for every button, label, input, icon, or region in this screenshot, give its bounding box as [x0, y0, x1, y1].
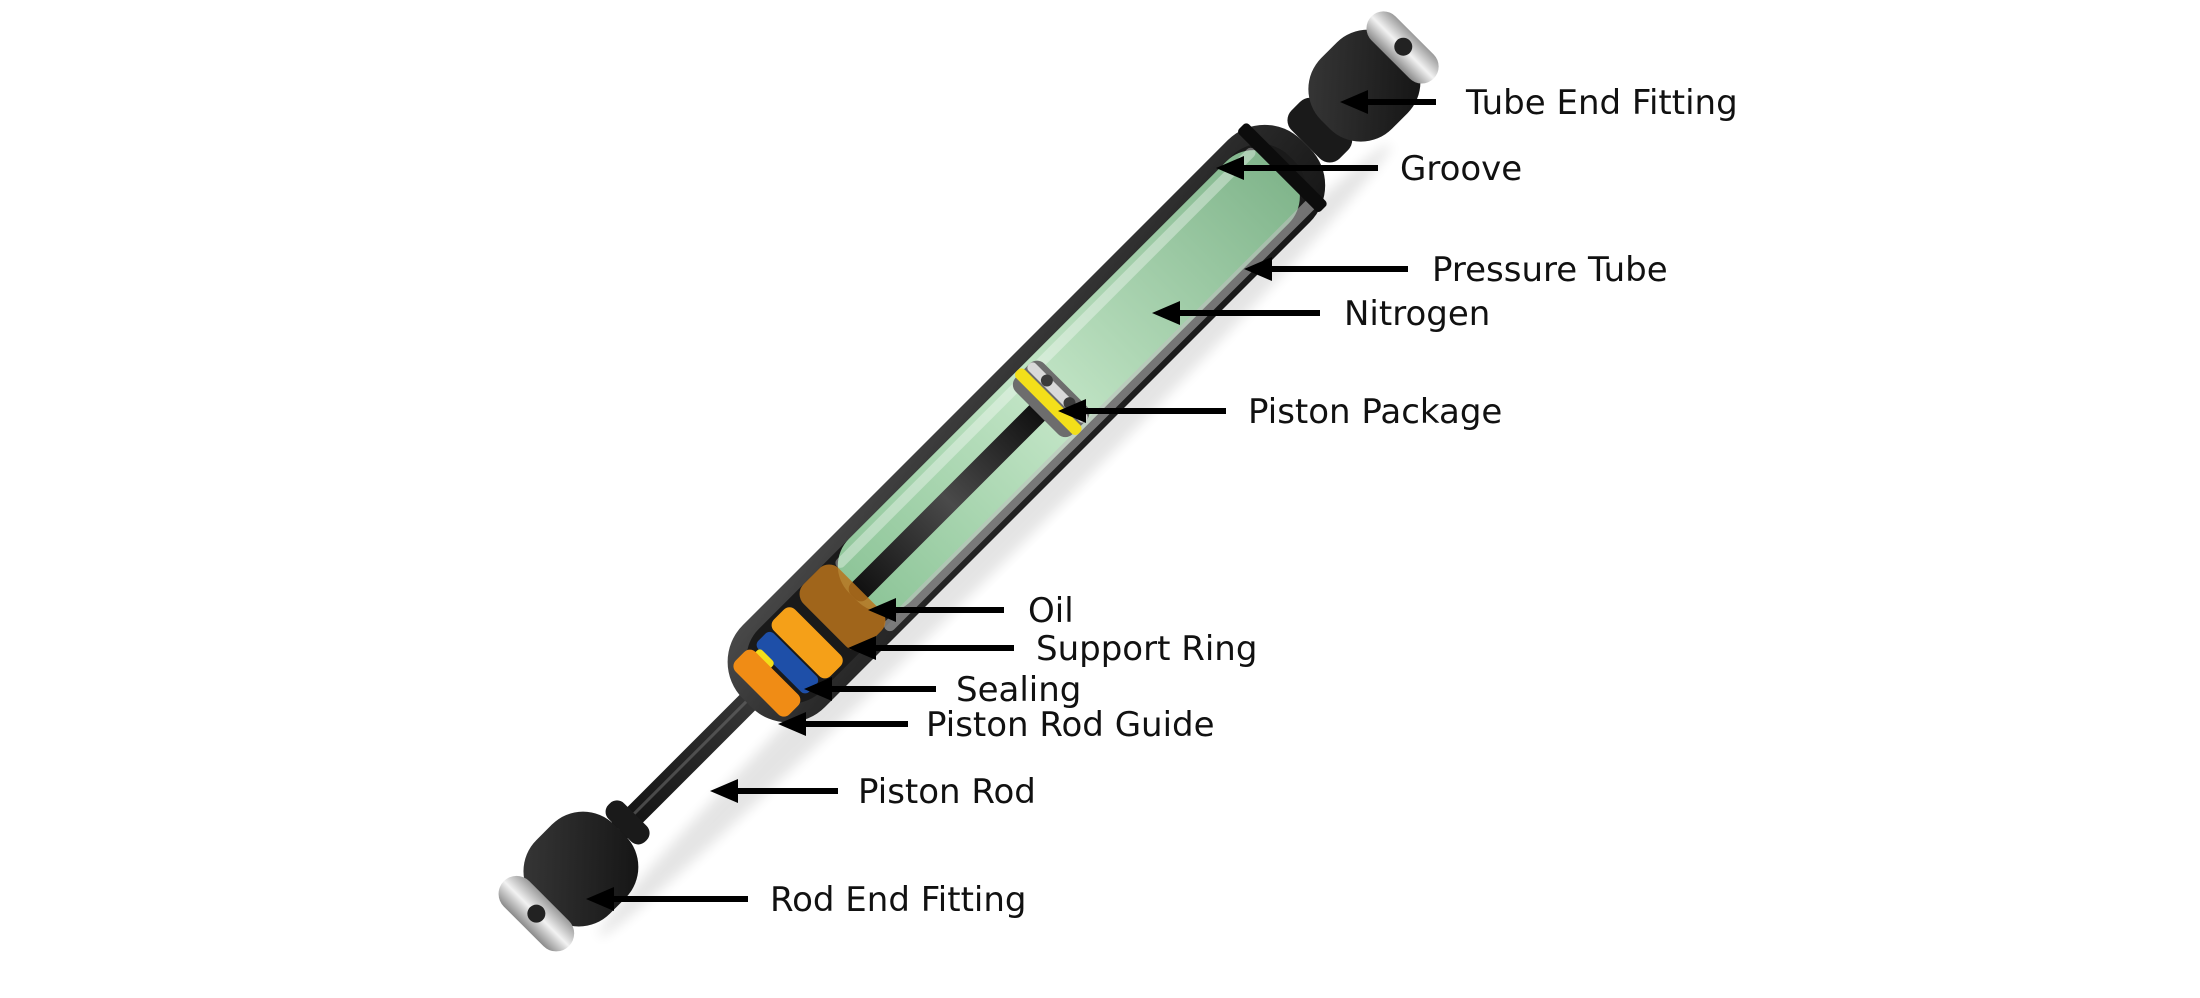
arrowhead-icon: [1152, 301, 1180, 325]
gas-spring-illustration: [498, 11, 1439, 952]
inner-rod-segment: [848, 401, 1049, 602]
callout-label: Piston Rod: [858, 772, 1036, 812]
drop-shadow: [598, 143, 1391, 937]
arrowhead-icon: [1216, 156, 1244, 180]
arrowhead-icon: [1244, 257, 1272, 281]
callout-label: Oil: [1028, 591, 1074, 631]
arrowhead-icon: [868, 598, 896, 622]
oil-volume: [799, 564, 886, 651]
callout-label: Rod End Fitting: [770, 880, 1026, 920]
arrowhead-icon: [848, 636, 876, 660]
callout-piston-rod-guide: Piston Rod Guide: [778, 705, 1215, 745]
callout-piston-rod: Piston Rod: [710, 772, 1036, 812]
arrowhead-icon: [586, 887, 614, 911]
callout-label: Groove: [1400, 149, 1522, 189]
callout-piston-package: Piston Package: [1058, 392, 1502, 432]
callout-label: Piston Rod Guide: [926, 705, 1215, 745]
seal-pack-part: [733, 564, 886, 717]
callout-label: Pressure Tube: [1432, 250, 1668, 290]
arrowhead-icon: [804, 677, 832, 701]
callout-label: Piston Package: [1248, 392, 1502, 432]
callout-nitrogen: Nitrogen: [1152, 294, 1490, 334]
arrowhead-icon: [1340, 90, 1368, 114]
callout-label: Sealing: [956, 670, 1081, 710]
arrowhead-icon: [778, 712, 806, 736]
callouts: Tube End Fitting Groove Pressure Tube Ni…: [586, 83, 1738, 920]
arrowhead-icon: [1058, 399, 1086, 423]
support-ring-part: [771, 607, 843, 679]
callout-pressure-tube: Pressure Tube: [1244, 250, 1668, 290]
piston-rod-guide-part: [733, 649, 801, 717]
callout-groove: Groove: [1216, 149, 1522, 189]
callout-oil: Oil: [868, 591, 1074, 631]
sealing-lip: [754, 649, 774, 669]
callout-tube-end-fitting: Tube End Fitting: [1340, 83, 1738, 123]
callout-rod-end-fitting: Rod End Fitting: [586, 880, 1026, 920]
tube-end-fitting-part: [1287, 11, 1439, 163]
callout-sealing: Sealing: [804, 670, 1081, 710]
callout-label: Tube End Fitting: [1465, 83, 1738, 123]
arrowhead-icon: [710, 779, 738, 803]
callout-label: Nitrogen: [1344, 294, 1490, 334]
callout-support-ring: Support Ring: [848, 629, 1257, 669]
callout-label: Support Ring: [1036, 629, 1257, 669]
sealing-part: [756, 631, 819, 694]
